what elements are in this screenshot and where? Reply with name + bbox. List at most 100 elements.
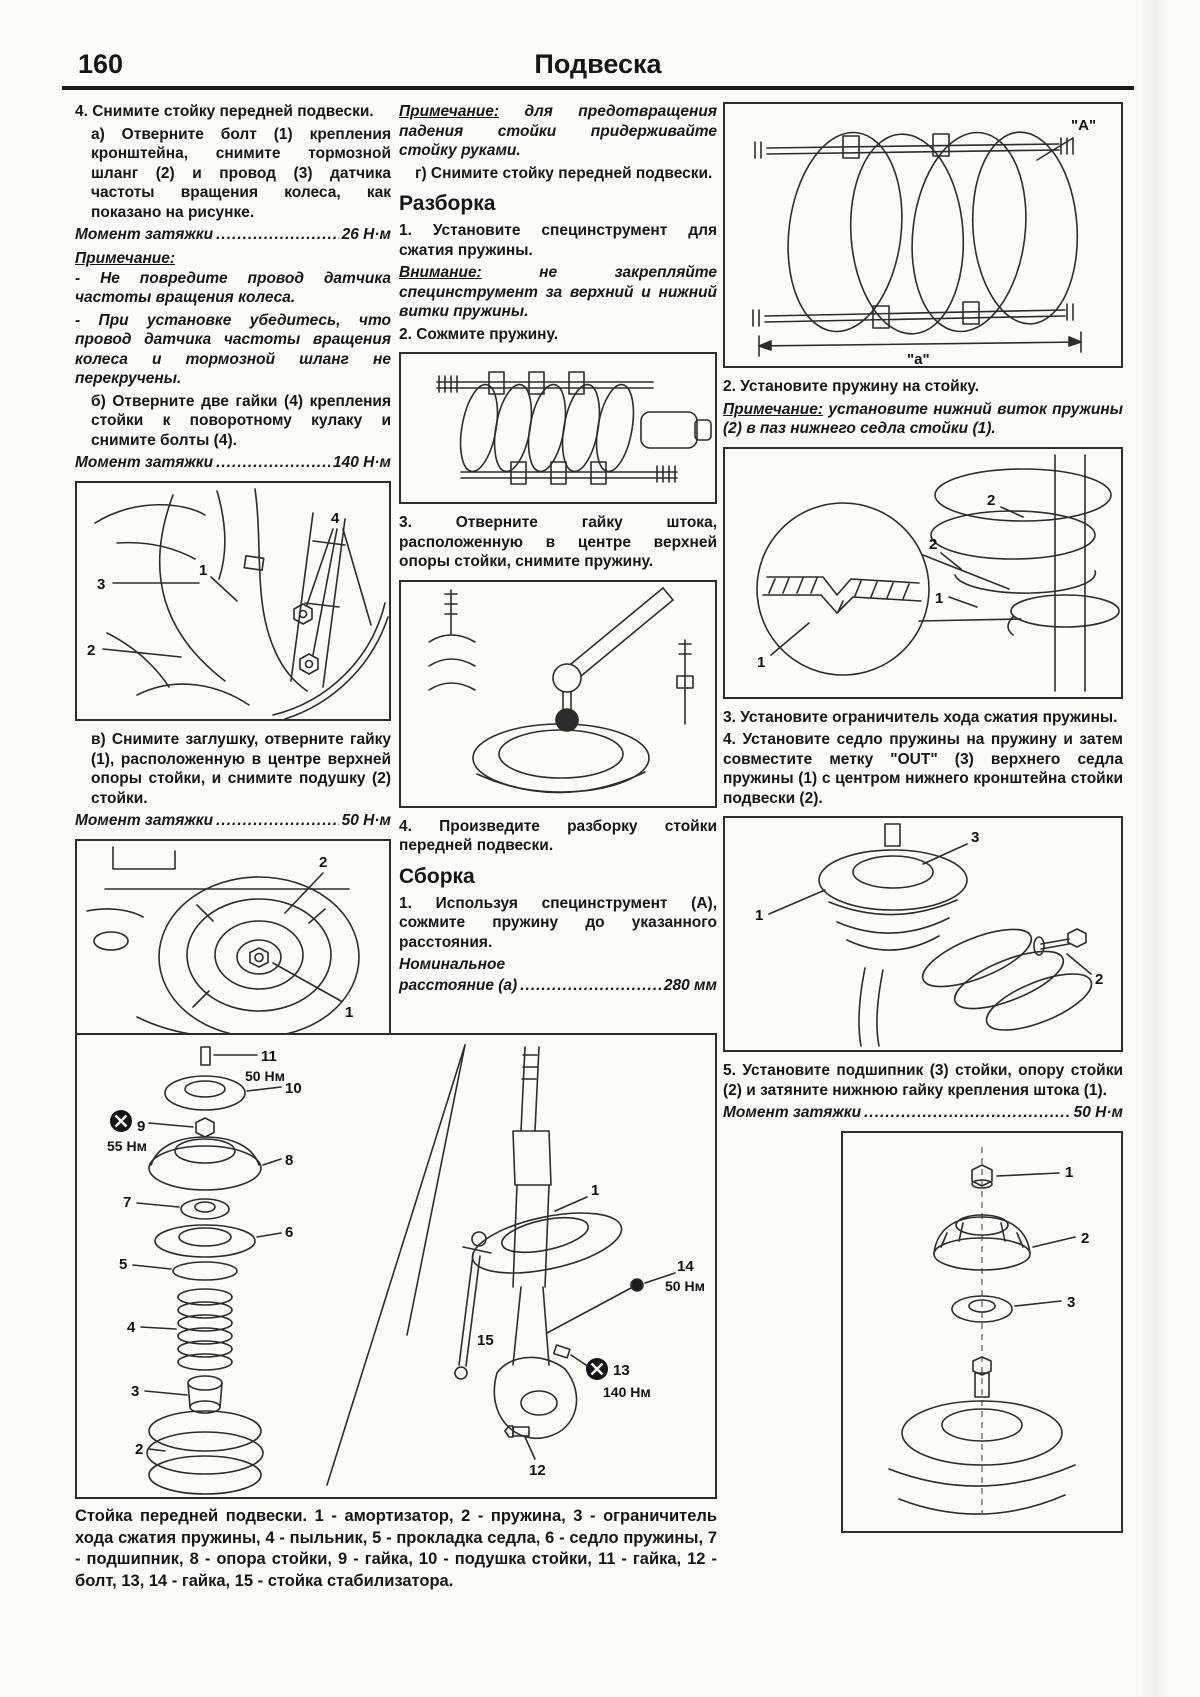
note-title: Примечание: xyxy=(399,103,500,120)
assembly-step-1: 1. Используя специнструмент (А), сожмите… xyxy=(399,894,717,951)
heading-disassembly: Разборка xyxy=(399,192,496,215)
torque-spec-50nm: Момент затяжки .........................… xyxy=(75,811,391,831)
figure-spring-with-tool: "А" "а" xyxy=(723,102,1123,368)
dot-leader: ........................................… xyxy=(216,454,330,471)
figure-label: 15 xyxy=(477,1332,494,1349)
strut-in-car-drawing: 3 2 1 4 xyxy=(87,488,389,719)
note-holding-strut: Примечание: для предотвращения падения с… xyxy=(399,102,717,161)
assembly-step-2: 2. Установите пружину на стойку. xyxy=(723,378,979,395)
note-item-2: - При установке убедитесь, что провод да… xyxy=(75,311,391,388)
figure-label: 7 xyxy=(123,1194,131,1211)
torque-value: 50 Н·м xyxy=(1073,1104,1123,1121)
figure-label: 9 xyxy=(137,1118,145,1135)
mount-top-view-drawing: 2 1 xyxy=(86,846,360,1040)
torque-label: 50 Нм xyxy=(665,1278,705,1294)
page-number: 160 xyxy=(78,49,124,79)
torque-value: 26 Н·м xyxy=(341,226,391,243)
figure-label: 2 xyxy=(929,536,937,553)
heading-assembly: Сборка xyxy=(399,864,475,888)
figure-label: 2 xyxy=(987,492,995,509)
nominal-label: расстояние (а) xyxy=(399,976,518,994)
figure-label: 11 xyxy=(261,1048,277,1065)
note-title: Примечание: xyxy=(75,250,176,267)
dot-leader: ........................................… xyxy=(864,1104,1071,1121)
disassembly-step-2: 2. Сожмите пружину. xyxy=(399,325,559,343)
torque-spec-140nm: Момент затяжки .........................… xyxy=(75,453,391,473)
step-g: г) Снимите стойку передней подвески. xyxy=(415,164,713,182)
exploded-view-caption: Стойка передней подвески. 1 - амортизато… xyxy=(75,1507,717,1590)
out-mark-drawing: 3 1 2 xyxy=(755,823,1103,1047)
figure-bearing-support: 1 2 3 xyxy=(841,1131,1123,1533)
line-art xyxy=(888,1164,1076,1515)
figure-label: 2 xyxy=(319,854,327,871)
figure-spring-compressor xyxy=(399,352,717,504)
warning-body: не закрепляйте специнструмент за верхний… xyxy=(399,264,717,320)
note-item-1: - Не повредите провод датчика частоты вр… xyxy=(75,269,391,307)
nominal-distance-spec: расстояние (а) .........................… xyxy=(399,976,717,996)
note-body: для предотвращения падения стойки придер… xyxy=(399,103,717,159)
figure-label: 8 xyxy=(285,1152,293,1169)
disassembly-step-4: 4. Произведите разборку стойки передней … xyxy=(399,817,717,855)
page-title: Подвеска xyxy=(534,49,662,79)
figure-label: 2 xyxy=(135,1441,143,1458)
torque-label: Момент затяжки xyxy=(75,454,214,471)
figure-label: 1 xyxy=(755,907,763,924)
torque-value: 50 Н·м xyxy=(341,812,391,829)
disassembly-step-1: 1. Установите специнструмент для сжатия … xyxy=(399,222,717,259)
figure-label: 1 xyxy=(935,590,943,607)
figure-label: "а" xyxy=(907,351,930,366)
exploded-view-block: 11 50 Нм 9 55 Нм 10 8 7 6 5 4 3 2 1 14 5… xyxy=(75,1033,717,1609)
step-4a: а) Отверните болт (1) крепления кронштей… xyxy=(91,125,391,221)
line-art xyxy=(768,823,1093,1047)
figure-strut-in-car: 3 2 1 4 xyxy=(75,481,391,721)
torque-label: Момент затяжки xyxy=(75,812,214,829)
dot-leader: ........................................… xyxy=(216,226,339,243)
exploded-strut-drawing: 11 50 Нм 9 55 Нм 10 8 7 6 5 4 3 2 1 14 5… xyxy=(107,1044,705,1495)
note-lower-coil: Примечание: установите нижний виток пруж… xyxy=(723,400,1123,439)
figure-label: 3 xyxy=(97,576,105,593)
warning-note: Внимание: не закрепляйте специнструмент … xyxy=(399,263,717,322)
figure-label: 14 xyxy=(677,1258,694,1275)
figure-label: "А" xyxy=(1071,117,1096,134)
assembly-step-3: 3. Установите ограничитель хода сжатия п… xyxy=(723,708,1118,726)
line-art xyxy=(428,586,694,793)
figure-label: 4 xyxy=(127,1319,136,1336)
replace-mark-icon xyxy=(586,1358,608,1380)
note-body: установите нижний виток пружины (2) в па… xyxy=(723,400,1123,438)
torque-label: Момент затяжки xyxy=(723,1104,862,1121)
torque-value: 140 Н·м xyxy=(333,454,391,471)
figure-spring-seat-detail: 2 1 1 2 xyxy=(723,446,1123,699)
wrench-on-strut-drawing xyxy=(428,586,694,793)
replace-mark-icon xyxy=(110,1110,132,1132)
figure-label: 2 xyxy=(1081,1230,1089,1247)
figure-label: 13 xyxy=(613,1362,630,1379)
assembly-step-4: 4. Установите седло пружины на пружину и… xyxy=(723,731,1123,807)
torque-label: 50 Нм xyxy=(245,1068,285,1084)
page-header: 160 Подвеска xyxy=(62,48,1134,90)
spring-with-tool-drawing: "А" "а" xyxy=(752,117,1096,366)
figure-label: 1 xyxy=(1065,1164,1073,1181)
figure-label: 2 xyxy=(1095,971,1103,988)
torque-label: 140 Нм xyxy=(603,1384,651,1400)
figure-out-mark-alignment: 3 1 2 xyxy=(723,816,1123,1052)
figure-label: 6 xyxy=(285,1224,293,1241)
warning-title: Внимание: xyxy=(399,264,482,281)
note-title: Примечание: xyxy=(723,400,824,418)
figure-label: 5 xyxy=(119,1256,127,1273)
line-art xyxy=(436,371,712,485)
right-column: "А" "а" 2. Установите пружину на стойку.… xyxy=(723,102,1123,1542)
line-art xyxy=(86,846,360,1040)
line-art xyxy=(756,453,1120,692)
figure-wrench-on-strut xyxy=(399,579,717,808)
figure-label: 3 xyxy=(971,829,979,846)
line-art xyxy=(752,131,1082,357)
disassembly-step-3: 3. Отверните гайку штока, расположенную … xyxy=(399,514,717,570)
dot-leader: ........................................… xyxy=(520,976,661,994)
spring-seat-detail-drawing: 2 1 1 2 xyxy=(756,453,1120,692)
spring-compressor-drawing xyxy=(436,371,712,485)
figure-label: 4 xyxy=(331,510,340,527)
step-4b: б) Отверните две гайки (4) крепления сто… xyxy=(91,392,391,449)
figure-label: 1 xyxy=(757,654,765,671)
torque-label: 55 Нм xyxy=(107,1138,147,1154)
